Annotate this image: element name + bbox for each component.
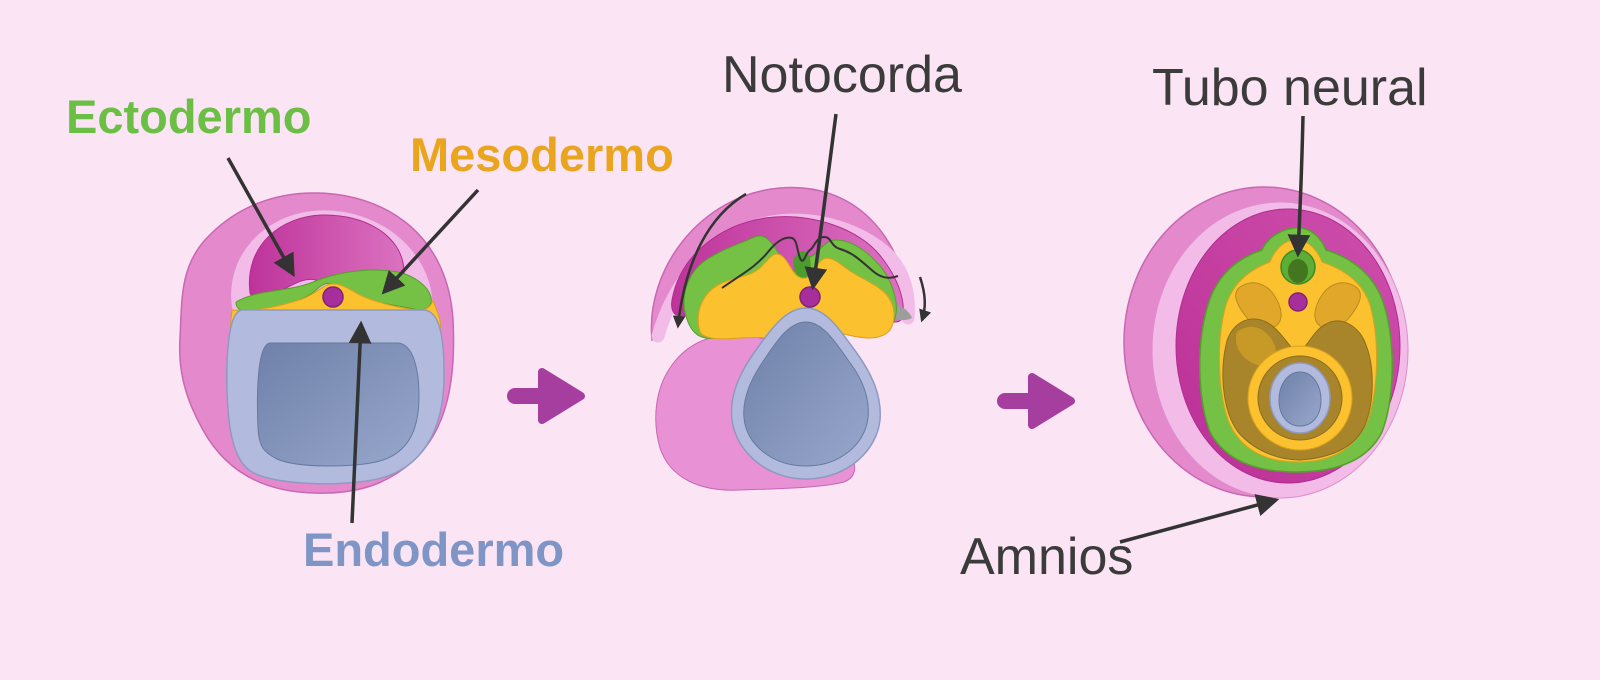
stage3-notochord-dot bbox=[1288, 292, 1308, 312]
amnios-label: Amnios bbox=[960, 528, 1134, 586]
tubo-neural-arrow bbox=[1287, 115, 1311, 258]
stage2-notochord-dot bbox=[799, 286, 821, 308]
progress-arrow-2 bbox=[997, 373, 1075, 429]
stage2-yolk-sac-cavity bbox=[743, 321, 869, 467]
ectodermo-arrow bbox=[226, 157, 295, 277]
notocorda-arrow bbox=[804, 113, 838, 291]
stage3-somite-left bbox=[1235, 282, 1282, 329]
amnios-arrow bbox=[1119, 494, 1280, 544]
tubo-neural-label: Tubo neural bbox=[1152, 59, 1428, 117]
endodermo-label: Endodermo bbox=[303, 523, 565, 576]
stage3-gut-lumen bbox=[1278, 371, 1322, 427]
stage-1-embryo bbox=[178, 192, 455, 494]
stage-2-embryo bbox=[650, 186, 932, 491]
stage3-gold-blob-left bbox=[1236, 326, 1277, 367]
stage1-notochord-dot bbox=[322, 286, 344, 308]
mesodermo-label: Mesodermo bbox=[410, 128, 674, 181]
leader-arrows bbox=[226, 113, 1311, 544]
mesodermo-arrow bbox=[381, 188, 480, 295]
ectodermo-label: Ectodermo bbox=[66, 90, 312, 143]
stage-3-embryo bbox=[1123, 186, 1409, 499]
progress-arrow-1 bbox=[507, 368, 585, 424]
stage2-fold-arrow-right bbox=[918, 276, 932, 323]
stage2-ectoderm-surface-line bbox=[721, 235, 899, 289]
notocorda-label: Notocorda bbox=[722, 46, 962, 104]
endodermo-arrow bbox=[348, 320, 372, 524]
stage1-yolk-sac-cavity bbox=[256, 342, 420, 467]
stage2-fold-arrow-left bbox=[672, 192, 747, 329]
stage3-neural-tube-lumen bbox=[1288, 259, 1308, 283]
stage3-somite-right bbox=[1314, 282, 1361, 329]
